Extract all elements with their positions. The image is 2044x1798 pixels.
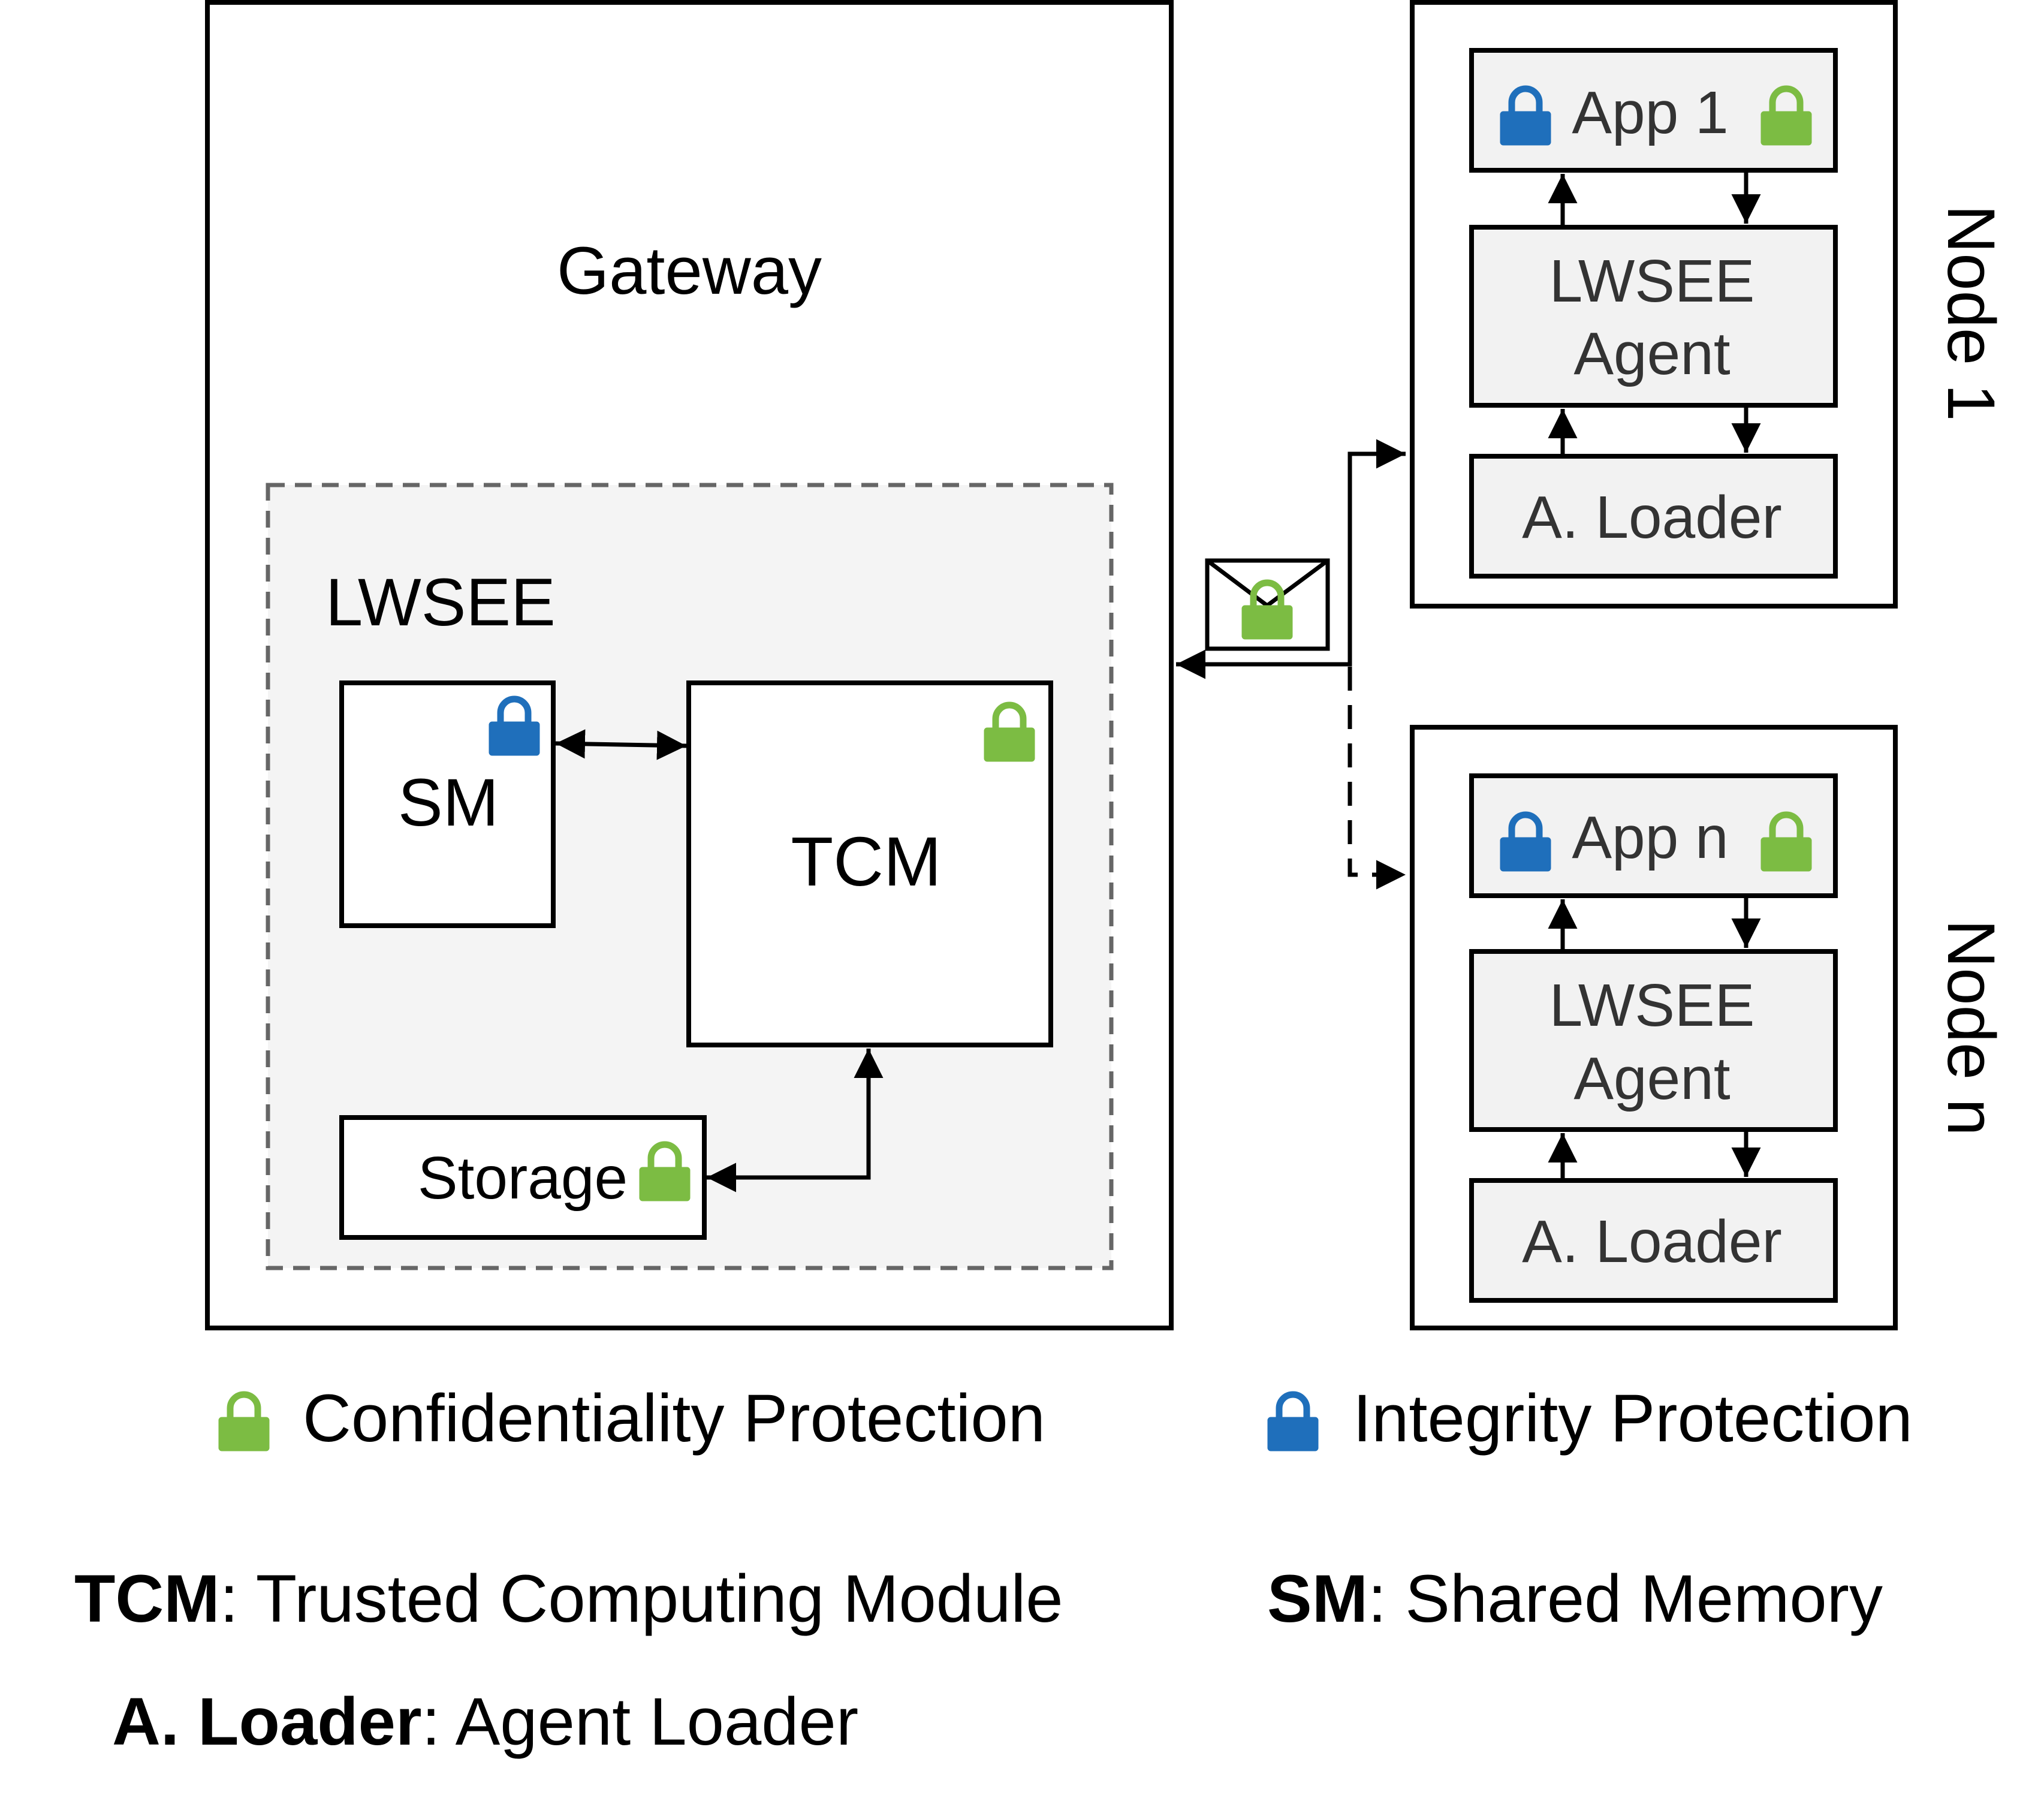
integrity-legend-label: Integrity Protection <box>1353 1381 1913 1456</box>
node1-loader-box <box>1469 454 1838 579</box>
envelope-icon <box>1205 558 1330 651</box>
node1-app-label: App 1 <box>1572 79 1728 146</box>
sm-label: SM <box>398 765 499 840</box>
node1-agent-line1: LWSEE <box>1549 248 1755 315</box>
integrity-legend-icon <box>1268 1395 1318 1451</box>
lwsee-title: LWSEE <box>325 565 556 640</box>
tcm-definition: TCM: Trusted Computing Module <box>74 1561 1063 1636</box>
tcm-storage-arrow <box>707 1049 884 1192</box>
node1-agent-box <box>1469 225 1838 408</box>
noden-agent-box <box>1469 949 1838 1132</box>
noden-agent-line1: LWSEE <box>1549 972 1755 1039</box>
noden-link <box>1347 667 1406 890</box>
sm-definition: SM: Shared Memory <box>1267 1561 1883 1636</box>
tcm-label: TCM <box>791 823 941 900</box>
noden-app-box <box>1469 773 1838 898</box>
loader-definition: A. Loader: Agent Loader <box>112 1684 858 1759</box>
gateway-title: Gateway <box>557 233 822 308</box>
node1-title: Node 1 <box>1934 204 2009 421</box>
confidentiality-legend-icon <box>219 1395 269 1451</box>
confidentiality-legend-label: Confidentiality Protection <box>303 1381 1045 1456</box>
storage-label: Storage <box>418 1145 628 1212</box>
sm-tcm-arrow <box>555 729 687 760</box>
noden-title: Node n <box>1934 919 2009 1136</box>
noden-agent-line2: Agent <box>1573 1045 1731 1112</box>
noden-app-label: App n <box>1572 804 1728 871</box>
node1-link <box>1176 439 1406 679</box>
node1-agent-line2: Agent <box>1573 320 1731 387</box>
noden-loader-label: A. Loader <box>1522 1208 1782 1275</box>
noden-loader-box <box>1469 1178 1838 1303</box>
node1-loader-label: A. Loader <box>1522 484 1782 551</box>
